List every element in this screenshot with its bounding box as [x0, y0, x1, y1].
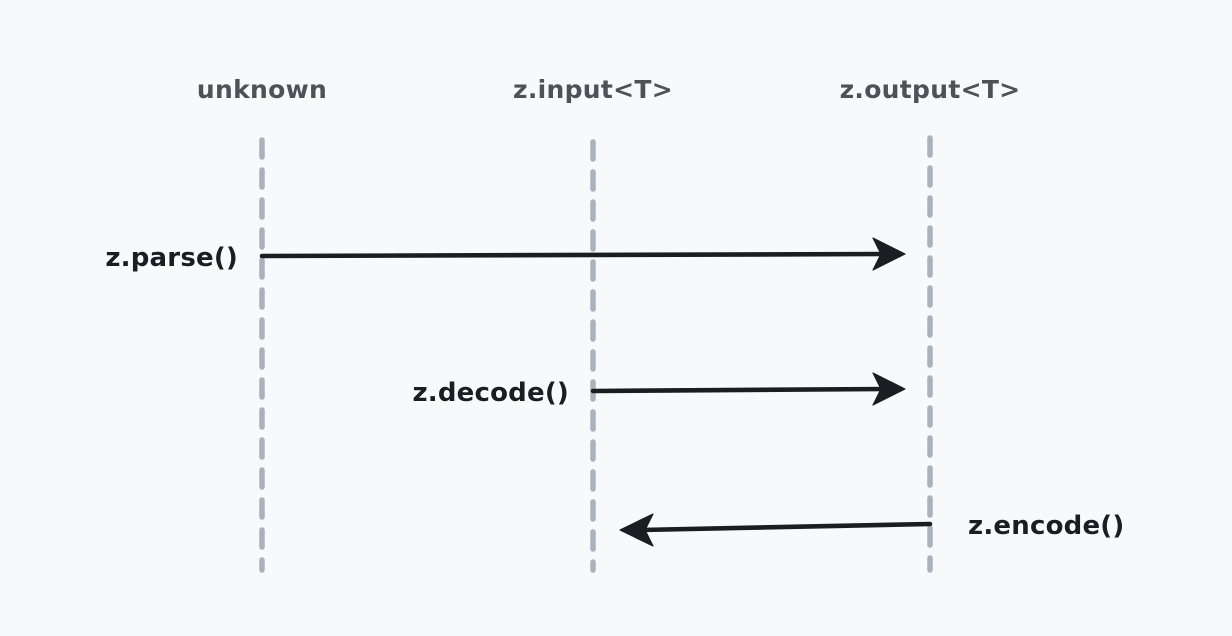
message-label-decode: z.decode()	[412, 378, 569, 408]
message-line-decode	[590, 386, 889, 394]
arrowhead-left-icon	[619, 513, 654, 547]
participant-label-unknown: unknown	[197, 75, 327, 104]
arrowhead-right-icon	[872, 237, 906, 271]
message-parse: z.parse()	[105, 237, 906, 273]
message-line-parse	[259, 251, 889, 259]
message-decode: z.decode()	[412, 372, 906, 408]
message-encode: z.encode()	[619, 511, 1124, 547]
participant-label-zoutput: z.output<T>	[840, 75, 1021, 104]
participant-label-zinput: z.input<T>	[513, 75, 673, 104]
message-label-parse: z.parse()	[105, 243, 238, 273]
message-line-encode	[638, 521, 933, 533]
arrowhead-right-icon	[872, 372, 906, 406]
message-label-encode: z.encode()	[968, 511, 1124, 541]
